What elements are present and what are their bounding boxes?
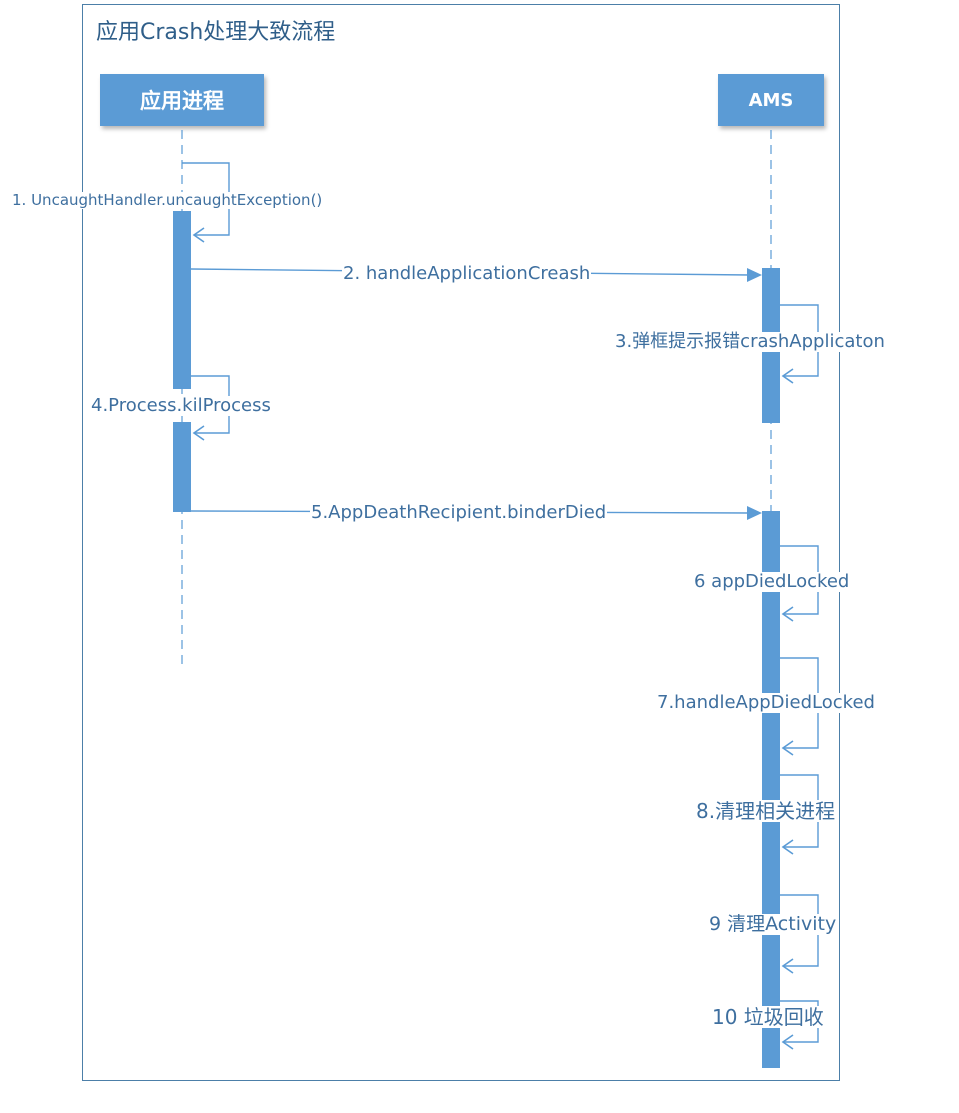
lane-ams: AMS: [718, 74, 824, 126]
diagram-title: 应用Crash处理大致流程: [96, 20, 336, 45]
step-label-2: 2. handleApplicationCreash: [342, 263, 592, 284]
step-label-4: 4.Process.kilProcess: [90, 395, 272, 416]
step-label-1: 1. UncaughtHandler.uncaughtException(): [11, 191, 324, 209]
step-label-9: 9 清理Activity: [708, 913, 838, 935]
diagram-frame: [82, 4, 840, 1081]
step-label-8: 8.清理相关进程: [695, 799, 837, 823]
activation-ams-2: [762, 511, 780, 1068]
activation-app-2: [173, 422, 191, 512]
step-label-10: 10 垃圾回收: [711, 1005, 825, 1029]
step-label-5: 5.AppDeathRecipient.binderDied: [310, 502, 608, 523]
step-label-3: 3.弹框提示报错crashApplicaton: [614, 331, 886, 352]
step-label-6: 6 appDiedLocked: [693, 571, 851, 592]
step-label-7: 7.handleAppDiedLocked: [656, 692, 876, 713]
activation-app-1: [173, 211, 191, 389]
lane-app-process: 应用进程: [100, 74, 264, 126]
